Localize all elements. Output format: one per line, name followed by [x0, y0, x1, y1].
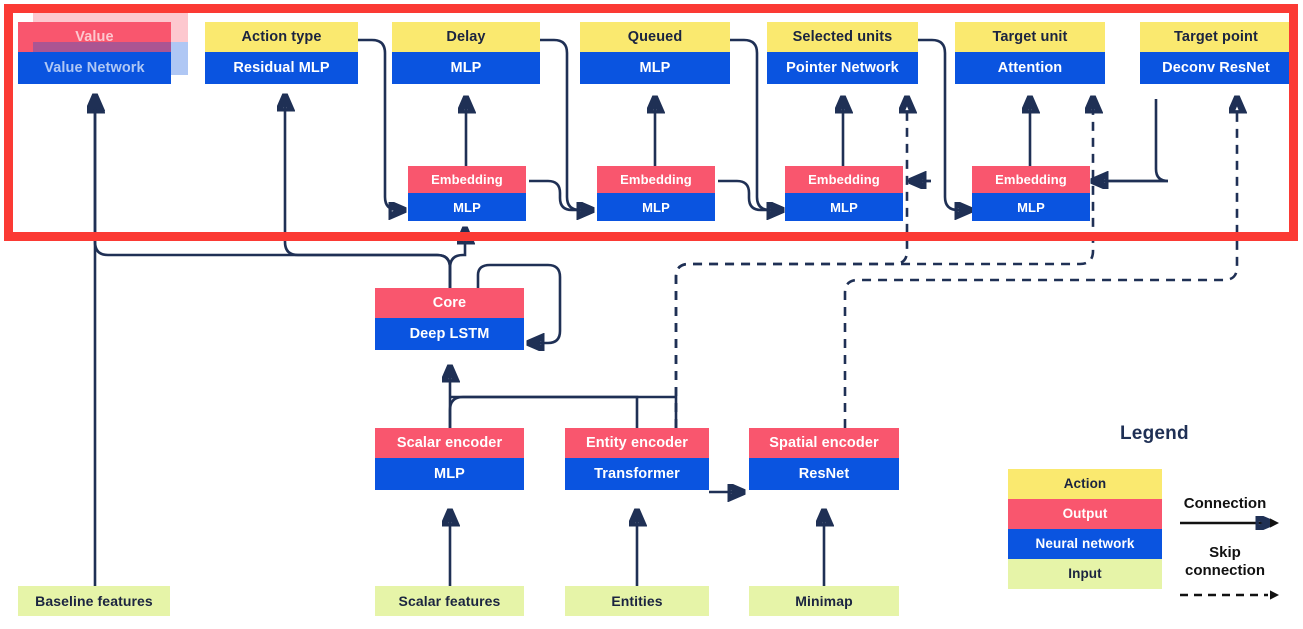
- node-embedding-selected-units-network-label: MLP: [785, 193, 903, 221]
- node-selected-units-network-label: Pointer Network: [767, 52, 918, 84]
- selection-rectangle[interactable]: [4, 4, 1298, 241]
- node-target-point-network-label: Deconv ResNet: [1140, 52, 1292, 84]
- node-scalar-encoder[interactable]: Scalar encoder MLP: [375, 428, 524, 490]
- node-entity-encoder[interactable]: Entity encoder Transformer: [565, 428, 709, 490]
- node-input-scalar-features[interactable]: Scalar features: [375, 586, 524, 616]
- node-queued[interactable]: Queued MLP: [580, 22, 730, 84]
- wire-core-to-actiontype: [285, 97, 452, 289]
- legend-skip-connection-arrow-icon: [1180, 590, 1279, 600]
- node-value-network-label: Value Network: [18, 52, 171, 84]
- node-target-point-action-label: Target point: [1140, 22, 1292, 52]
- node-embedding-delay[interactable]: Embedding MLP: [408, 166, 526, 221]
- node-action-type-network-label: Residual MLP: [205, 52, 358, 84]
- node-selected-units-action-label: Selected units: [767, 22, 918, 52]
- legend-swatch-input: Input: [1008, 559, 1162, 589]
- node-embedding-selected-units-output-label: Embedding: [785, 166, 903, 193]
- node-embedding-queued-network-label: MLP: [597, 193, 715, 221]
- legend-connection-arrow-icon: [1180, 516, 1279, 530]
- wire-emb-queued-to-emb-units: [718, 179, 781, 210]
- wire-encoder-bus-spatial-stub: [637, 395, 678, 428]
- node-target-unit[interactable]: Target unit Attention: [955, 22, 1105, 84]
- node-spatial-encoder-output-label: Spatial encoder: [749, 428, 899, 458]
- node-input-baseline-features-label: Baseline features: [18, 586, 170, 616]
- node-entity-encoder-output-label: Entity encoder: [565, 428, 709, 458]
- node-scalar-encoder-network-label: MLP: [375, 458, 524, 490]
- node-embedding-selected-units[interactable]: Embedding MLP: [785, 166, 903, 221]
- node-embedding-target-unit[interactable]: Embedding MLP: [972, 166, 1090, 221]
- node-spatial-encoder[interactable]: Spatial encoder ResNet: [749, 428, 899, 490]
- node-delay-network-label: MLP: [392, 52, 540, 84]
- legend-swatch-output: Output: [1008, 499, 1162, 529]
- wire-selected-to-emb-target: [918, 38, 969, 210]
- node-queued-network-label: MLP: [580, 52, 730, 84]
- legend-swatch-stack: Action Output Neural network Input: [1008, 469, 1162, 589]
- node-embedding-delay-network-label: MLP: [408, 193, 526, 221]
- legend-connection-label: Connection: [1183, 495, 1267, 512]
- node-action-type-action-label: Action type: [205, 22, 358, 52]
- node-queued-action-label: Queued: [580, 22, 730, 52]
- node-value-output-label: Value: [18, 22, 171, 52]
- wire-actiontype-to-emb-delay: [358, 38, 403, 210]
- node-scalar-encoder-output-label: Scalar encoder: [375, 428, 524, 458]
- node-core-output-label: Core: [375, 288, 524, 318]
- node-entity-encoder-network-label: Transformer: [565, 458, 709, 490]
- node-core[interactable]: Core Deep LSTM: [375, 288, 524, 350]
- node-spatial-encoder-network-label: ResNet: [749, 458, 899, 490]
- legend-skip-label-line2: connection: [1184, 562, 1265, 579]
- node-input-minimap-label: Minimap: [749, 586, 899, 616]
- node-target-point[interactable]: Target point Deconv ResNet: [1140, 22, 1292, 84]
- node-embedding-target-unit-output-label: Embedding: [972, 166, 1090, 193]
- node-embedding-queued-output-label: Embedding: [597, 166, 715, 193]
- node-input-scalar-features-label: Scalar features: [375, 586, 524, 616]
- legend-swatch-neural-network: Neural network: [1008, 529, 1162, 559]
- node-delay[interactable]: Delay MLP: [392, 22, 540, 84]
- node-core-network-label: Deep LSTM: [375, 318, 524, 350]
- node-input-minimap[interactable]: Minimap: [749, 586, 899, 616]
- node-action-type[interactable]: Action type Residual MLP: [205, 22, 358, 84]
- node-input-entities-label: Entities: [565, 586, 709, 616]
- node-delay-action-label: Delay: [392, 22, 540, 52]
- node-embedding-delay-output-label: Embedding: [408, 166, 526, 193]
- node-target-unit-network-label: Attention: [955, 52, 1105, 84]
- node-target-unit-action-label: Target unit: [955, 22, 1105, 52]
- skip-entity-to-targetunit: [674, 99, 1093, 428]
- node-embedding-target-unit-network-label: MLP: [972, 193, 1090, 221]
- node-selected-units[interactable]: Selected units Pointer Network: [767, 22, 918, 84]
- wire-encoder-bus-entity: [448, 395, 639, 428]
- wire-core-recurrent: [476, 263, 562, 343]
- legend-skip-label-line1: Skip: [1209, 544, 1241, 561]
- legend-title: Legend: [1120, 423, 1189, 444]
- wire-emb-delay-to-emb-queued: [529, 179, 591, 210]
- legend-swatch-action: Action: [1008, 469, 1162, 499]
- node-input-entities[interactable]: Entities: [565, 586, 709, 616]
- node-value[interactable]: Value Value Network: [18, 22, 171, 84]
- wire-core-to-emb-delay: [448, 230, 465, 289]
- node-embedding-queued[interactable]: Embedding MLP: [597, 166, 715, 221]
- node-input-baseline-features[interactable]: Baseline features: [18, 586, 170, 616]
- skip-spatial-to-targetpoint: [843, 99, 1237, 428]
